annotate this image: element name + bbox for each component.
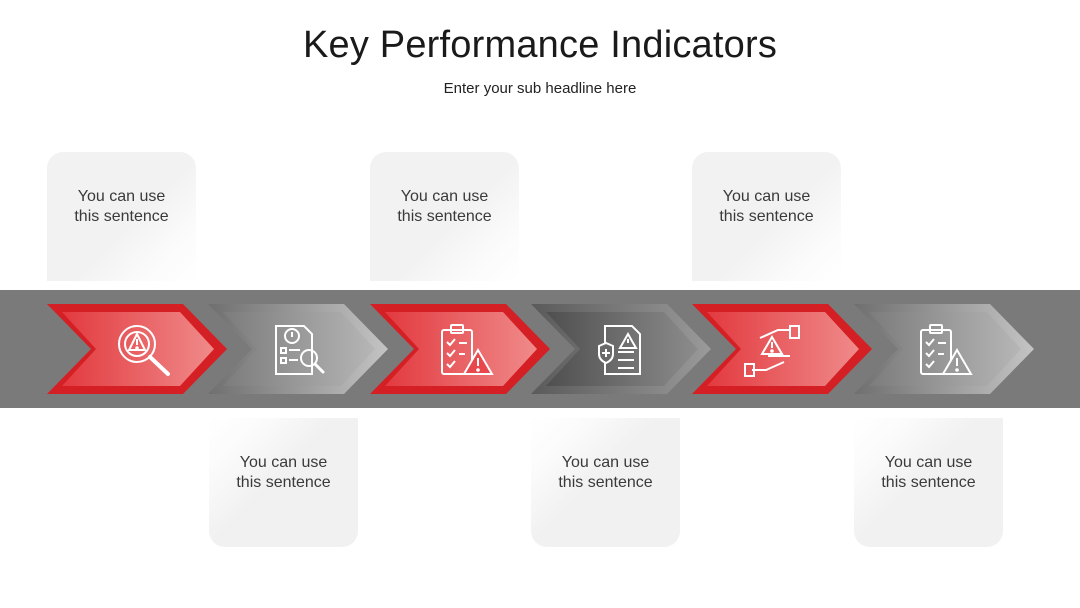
- step-card-text: You can use this sentence: [74, 187, 169, 225]
- chevron-step-3: [370, 304, 550, 394]
- step-card-6: You can use this sentence: [854, 418, 1003, 547]
- chevron-step-5: [692, 304, 872, 394]
- chevron-step-1: [47, 304, 227, 394]
- chevron-step-6: [854, 304, 1034, 394]
- step-card-2: You can use this sentence: [209, 418, 358, 547]
- step-card-text: You can use this sentence: [558, 453, 653, 491]
- step-card-1: You can use this sentence: [47, 152, 196, 281]
- chevron-step-2: [208, 304, 388, 394]
- process-chevrons: [47, 304, 1034, 394]
- page-subtitle: Enter your sub headline here: [443, 80, 637, 97]
- step-card-4: You can use this sentence: [531, 418, 680, 547]
- step-card-3: You can use this sentence: [370, 152, 519, 281]
- chevron-step-4: [531, 304, 711, 394]
- page-title: Key Performance Indicators: [302, 24, 778, 66]
- step-card-text: You can use this sentence: [236, 453, 331, 491]
- document-search-icon: [275, 325, 325, 375]
- step-card-5: You can use this sentence: [692, 152, 841, 281]
- step-card-text: You can use this sentence: [881, 453, 976, 491]
- hands-warning-icon: [744, 325, 800, 377]
- document-shield-warning-icon: [598, 325, 641, 375]
- step-card-text: You can use this sentence: [397, 187, 492, 225]
- clipboard-warning-icon: [920, 324, 973, 375]
- step-card-text: You can use this sentence: [719, 187, 814, 225]
- risk-magnifier-icon: [118, 325, 170, 376]
- clipboard-warning-icon: [441, 324, 494, 375]
